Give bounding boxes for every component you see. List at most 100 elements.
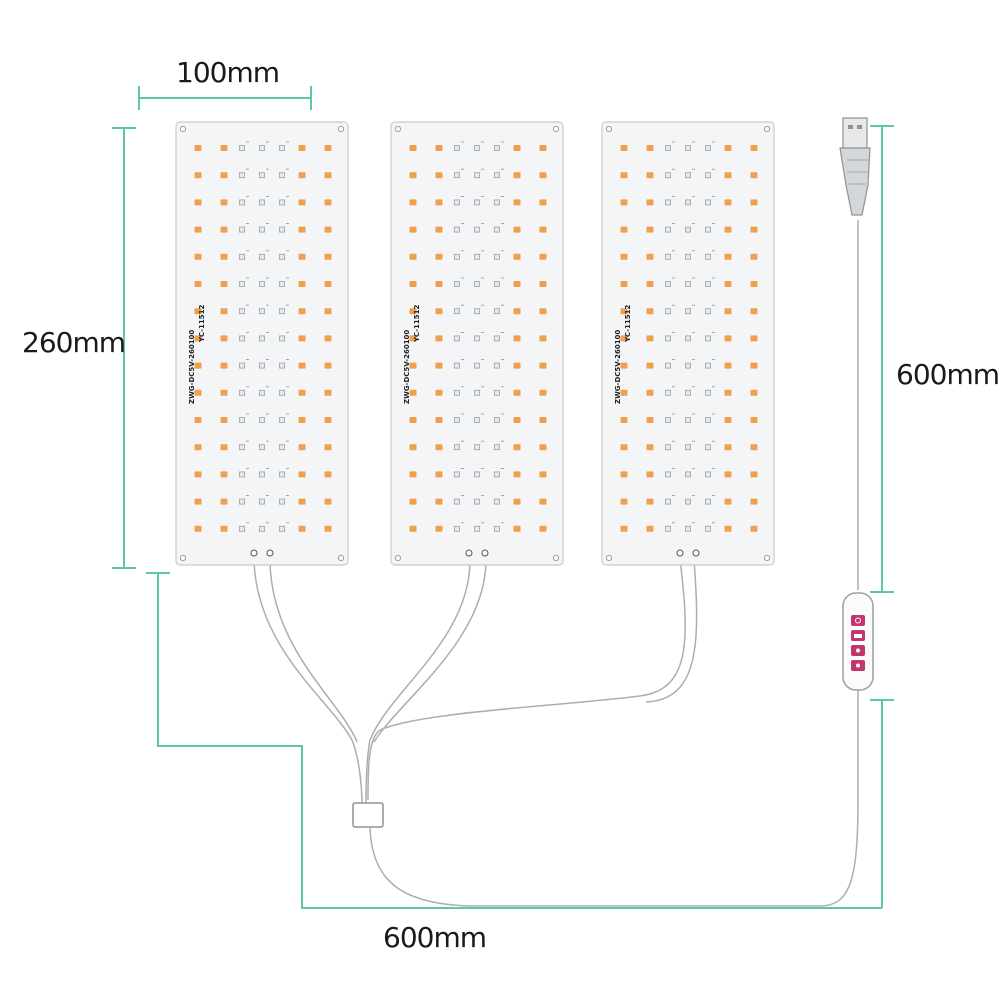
led-component [474,253,480,260]
led-warm [220,253,228,260]
led-warm [194,281,202,287]
led-warm [724,498,732,505]
led-warm [409,226,417,233]
panel-width-label: 100mm [176,56,280,89]
led-component [685,253,691,260]
power-cable-length-label: 600mm [383,921,487,954]
led-component [494,471,500,478]
led-warm [620,525,628,532]
led-component [474,226,480,233]
led-warm [298,253,306,260]
led-warm [513,362,521,369]
led-warm [750,308,758,315]
led-component [474,525,480,532]
led-warm [646,226,654,233]
led-component [474,389,480,396]
bottom-dimension-line [148,572,882,909]
led-component [454,471,460,478]
led-warm [324,471,332,478]
panel3-cable-b [645,559,698,703]
led-warm [409,308,417,315]
led-warm [298,417,306,423]
panel-code-text: YC-11512 [624,304,632,343]
led-component [685,199,691,206]
led-warm [435,199,443,206]
led-warm [724,525,732,532]
led-component [705,335,711,342]
led-component [259,253,265,260]
led-warm [750,226,758,233]
led-warm [220,498,228,505]
led-component [279,226,285,233]
led-component [705,226,711,233]
led-component [705,471,711,478]
led-component [239,471,245,478]
led-warm [620,281,628,287]
led-warm [409,444,417,451]
led-component [239,525,245,532]
panel-height-label: 260mm [22,326,126,359]
panel-board [601,121,775,566]
led-component [494,199,500,206]
led-warm [220,308,228,315]
led-component [474,417,480,423]
led-component [665,498,671,505]
led-component [474,444,480,451]
led-warm [620,226,628,233]
led-component [259,145,265,151]
power-button[interactable] [851,615,865,626]
led-component [279,444,285,451]
led-warm [646,199,654,206]
led-warm [750,525,758,532]
led-component [665,253,671,260]
solder-pad [266,549,274,557]
led-warm [220,199,228,206]
led-warm [620,199,628,206]
led-warm [750,444,758,451]
led-component [665,226,671,233]
led-warm [324,253,332,260]
panel2-cable-b [373,559,487,743]
led-warm [194,444,202,451]
led-component [259,226,265,233]
led-component [494,253,500,260]
solder-pad [481,549,489,557]
mounting-hole [337,125,345,133]
led-component [279,498,285,505]
led-component [665,308,671,315]
led-warm [194,145,202,151]
led-component [474,335,480,342]
led-warm [750,253,758,260]
led-component [279,417,285,423]
usb-cable-length-label: 600mm [896,358,1000,391]
led-warm [724,308,732,315]
led-component [494,498,500,505]
led-warm [409,471,417,478]
led-warm [646,498,654,505]
panel2-cable [365,559,471,806]
led-warm [324,362,332,369]
led-component [454,172,460,179]
led-warm [409,172,417,179]
led-warm [409,498,417,505]
led-component [494,444,500,451]
led-warm [539,308,547,315]
led-component [494,417,500,423]
led-component [685,417,691,423]
led-component [665,362,671,369]
led-warm [298,226,306,233]
led-warm [324,335,332,342]
led-component [279,525,285,532]
led-component [705,308,711,315]
led-component [705,253,711,260]
led-component [454,226,460,233]
led-warm [409,362,417,369]
led-warm [620,498,628,505]
led-component [279,362,285,369]
led-warm [620,335,628,342]
cable-junction [352,802,384,828]
led-warm [324,199,332,206]
led-warm [220,226,228,233]
led-component [259,281,265,287]
